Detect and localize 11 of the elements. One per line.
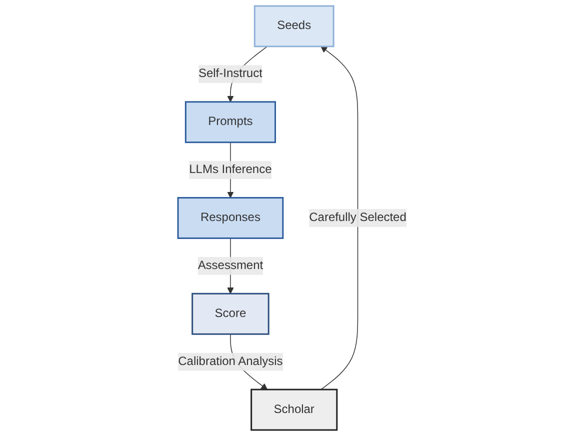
edge-label: Assessment	[198, 259, 263, 272]
node-box: Seeds	[254, 5, 334, 48]
edge-label: Calibration Analysis	[178, 355, 283, 368]
edge-label: Carefully Selected	[308, 211, 406, 224]
edge-label: LLMs Inference	[188, 163, 272, 176]
node-box: Scholar	[250, 388, 338, 431]
node-box: Prompts	[184, 101, 276, 144]
node-box: Responses	[177, 197, 284, 239]
node-box: Score	[191, 292, 270, 335]
edge-label: Self-Instruct	[198, 67, 262, 80]
arrow	[320, 46, 358, 390]
